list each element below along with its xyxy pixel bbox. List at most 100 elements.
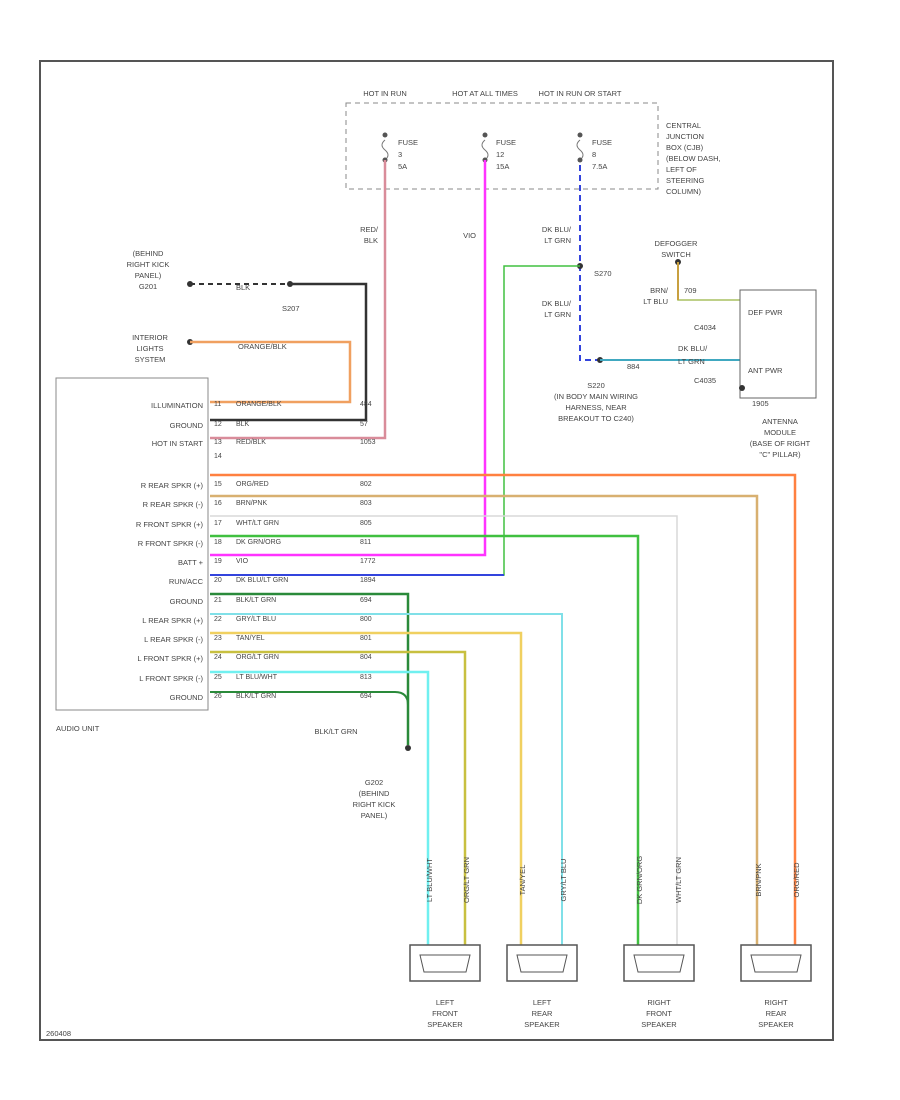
pin-number: 16 (214, 500, 222, 507)
pin-circuit-number: 811 (360, 539, 371, 546)
pin-function-label: R FRONT SPKR (+) (136, 520, 204, 529)
audio-unit-label: AUDIO UNIT (56, 724, 100, 733)
pin-circuit-number: 805 (360, 520, 372, 527)
pin-function-label: L REAR SPKR (+) (142, 616, 203, 625)
wire-lt-blu-wht (210, 670, 430, 945)
pin-number: 25 (214, 674, 222, 681)
pin-wire-color: RED/BLK (236, 439, 266, 446)
pin-circuit-number: 804 (360, 654, 372, 661)
svg-text:ANTENNA: ANTENNA (762, 417, 798, 426)
pin-wire-color: BLK/LT GRN (236, 597, 276, 604)
pin-wire-color: BLK (236, 421, 250, 428)
svg-text:(BEHIND: (BEHIND (133, 249, 164, 258)
svg-text:LEFT: LEFT (533, 998, 552, 1007)
antenna-module: DEF PWR ANT PWR C4034 C4035 1905 ANTENNA… (694, 289, 817, 459)
pin-function-label: R REAR SPKR (+) (141, 481, 204, 490)
pin-number: 26 (214, 693, 222, 700)
svg-text:LT BLU: LT BLU (643, 297, 668, 306)
fuse-2: FUSE 12 15A (481, 132, 516, 171)
wire-org-red (210, 473, 797, 945)
svg-text:C4035: C4035 (694, 376, 716, 385)
svg-text:FUSE: FUSE (398, 138, 418, 147)
svg-text:SYSTEM: SYSTEM (135, 355, 166, 364)
svg-text:SPEAKER: SPEAKER (524, 1020, 560, 1029)
svg-text:BLK/LT GRN: BLK/LT GRN (314, 727, 357, 736)
svg-text:WHT/LT GRN: WHT/LT GRN (674, 857, 683, 903)
cjb-location-label: CENTRAL JUNCTION BOX (CJB) (BELOW DASH, … (666, 121, 721, 196)
svg-text:S207: S207 (282, 304, 300, 313)
svg-text:12: 12 (496, 150, 504, 159)
right-rear-speaker: RIGHT REAR SPEAKER (740, 944, 812, 1029)
svg-text:BRN/PNK: BRN/PNK (754, 863, 763, 896)
svg-text:DK BLU/: DK BLU/ (542, 225, 572, 234)
wire-vio (210, 160, 487, 557)
svg-text:FUSE: FUSE (496, 138, 516, 147)
pin-function-label: GROUND (170, 597, 204, 606)
svg-text:LT BLU/WHT: LT BLU/WHT (425, 858, 434, 902)
pin-circuit-number: 802 (360, 481, 372, 488)
svg-text:FRONT: FRONT (646, 1009, 672, 1018)
g201-ground: (BEHIND RIGHT KICK PANEL) G201 BLK S207 (127, 249, 368, 422)
svg-text:ANT PWR: ANT PWR (748, 366, 783, 375)
svg-text:BREAKOUT TO C240): BREAKOUT TO C240) (558, 414, 634, 423)
svg-text:SWITCH: SWITCH (661, 250, 691, 259)
svg-text:884: 884 (627, 362, 640, 371)
pin-wire-color: VIO (236, 558, 249, 565)
wire-orange-blk (190, 340, 352, 404)
pin-circuit-number: 1894 (360, 577, 376, 584)
pin-wire-color: ORG/RED (236, 481, 269, 488)
svg-text:RED/: RED/ (360, 225, 379, 234)
svg-text:GRY/LT BLU: GRY/LT BLU (559, 859, 568, 902)
pin-number: 22 (214, 616, 222, 623)
svg-text:CENTRAL: CENTRAL (666, 121, 701, 130)
svg-text:HARNESS, NEAR: HARNESS, NEAR (565, 403, 627, 412)
pin-circuit-number: 484 (360, 401, 372, 408)
svg-text:DEFOGGER: DEFOGGER (655, 239, 699, 248)
pin-function-label: L FRONT SPKR (-) (139, 674, 203, 683)
pin-circuit-number: 813 (360, 674, 372, 681)
svg-text:8: 8 (592, 150, 596, 159)
svg-text:INTERIOR: INTERIOR (132, 333, 168, 342)
pin-number: 19 (214, 558, 222, 565)
wire-dk-grn-org (210, 534, 640, 945)
pin-function-label: RUN/ACC (169, 577, 204, 586)
wire-tan-yel (210, 631, 523, 945)
svg-text:SPEAKER: SPEAKER (758, 1020, 794, 1029)
pin-number: 21 (214, 597, 222, 604)
svg-text:MODULE: MODULE (764, 428, 796, 437)
pin-number: 14 (214, 453, 222, 460)
svg-text:ORG/LT GRN: ORG/LT GRN (462, 857, 471, 903)
pin-circuit-number: 57 (360, 421, 368, 428)
svg-text:5A: 5A (398, 162, 407, 171)
svg-text:RIGHT: RIGHT (764, 998, 788, 1007)
fuse-3: FUSE 8 7.5A (576, 132, 612, 171)
wire-wht-lt-grn (210, 515, 678, 945)
pin-wire-color: TAN/YEL (236, 635, 265, 642)
hot-at-all-times-label: HOT AT ALL TIMES (452, 89, 518, 98)
svg-text:JUNCTION: JUNCTION (666, 132, 704, 141)
svg-text:LT GRN: LT GRN (544, 236, 571, 245)
svg-text:"C" PILLAR): "C" PILLAR) (759, 450, 801, 459)
s220-label: S220 (IN BODY MAIN WIRING HARNESS, NEAR … (554, 381, 638, 423)
pin-wire-color: ORG/LT GRN (236, 654, 279, 661)
svg-text:(BASE OF RIGHT: (BASE OF RIGHT (750, 439, 811, 448)
pin-wire-color: GRY/LT BLU (236, 616, 276, 623)
svg-text:VIO: VIO (463, 231, 476, 240)
svg-text:G201: G201 (139, 282, 157, 291)
svg-text:C4034: C4034 (694, 323, 716, 332)
pin-function-label: GROUND (170, 693, 204, 702)
svg-text:3: 3 (398, 150, 402, 159)
diagram-id: 260408 (46, 1029, 71, 1038)
pin-wire-color: DK GRN/ORG (236, 539, 281, 546)
svg-text:ORG/RED: ORG/RED (792, 862, 801, 898)
